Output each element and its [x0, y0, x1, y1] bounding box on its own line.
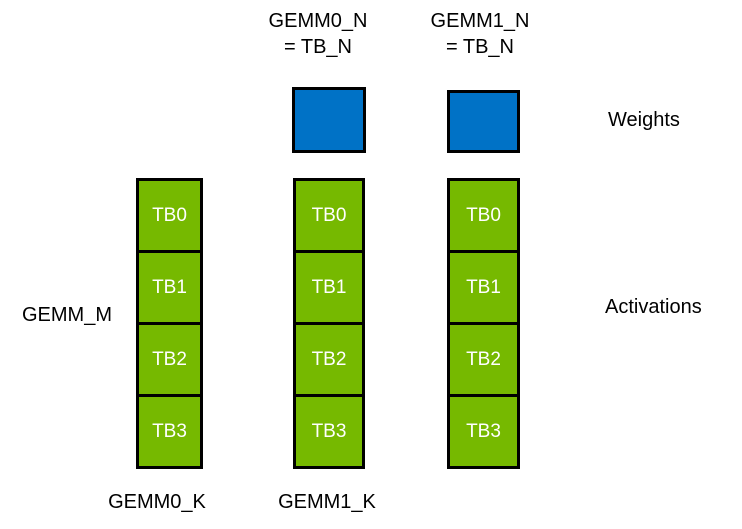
activations-column-2: TB0 TB1 TB2 TB3 [447, 178, 520, 469]
label-weights: Weights [608, 109, 680, 131]
tb-block: TB3 [293, 394, 365, 469]
gemm0-weights-tile [292, 87, 366, 153]
tb-block: TB2 [447, 322, 520, 397]
tb-block: TB0 [447, 178, 520, 253]
label-gemm1-n-line1: GEMM1_N [430, 10, 530, 32]
tb-block: TB3 [136, 394, 203, 469]
label-gemm0-k: GEMM0_K [108, 491, 206, 513]
activations-column-1: TB0 TB1 TB2 TB3 [293, 178, 365, 469]
tb-block: TB0 [293, 178, 365, 253]
tb-block: TB1 [136, 250, 203, 325]
tb-block: TB2 [136, 322, 203, 397]
activations-column-0: TB0 TB1 TB2 TB3 [136, 178, 203, 469]
label-gemm-m: GEMM_M [22, 304, 112, 326]
tb-block: TB1 [293, 250, 365, 325]
label-gemm0-n-line1: GEMM0_N [268, 10, 368, 32]
tb-block: TB3 [447, 394, 520, 469]
label-gemm1-k: GEMM1_K [278, 491, 376, 513]
tb-block: TB1 [447, 250, 520, 325]
tb-block: TB0 [136, 178, 203, 253]
gemm1-weights-tile [447, 90, 520, 153]
label-gemm0-n-line2: = TB_N [284, 36, 352, 58]
label-gemm0-n: GEMM0_N = TB_N [238, 8, 398, 60]
tb-block: TB2 [293, 322, 365, 397]
label-gemm1-n: GEMM1_N = TB_N [400, 8, 560, 60]
label-gemm1-n-line2: = TB_N [446, 36, 514, 58]
label-activations: Activations [605, 296, 702, 318]
